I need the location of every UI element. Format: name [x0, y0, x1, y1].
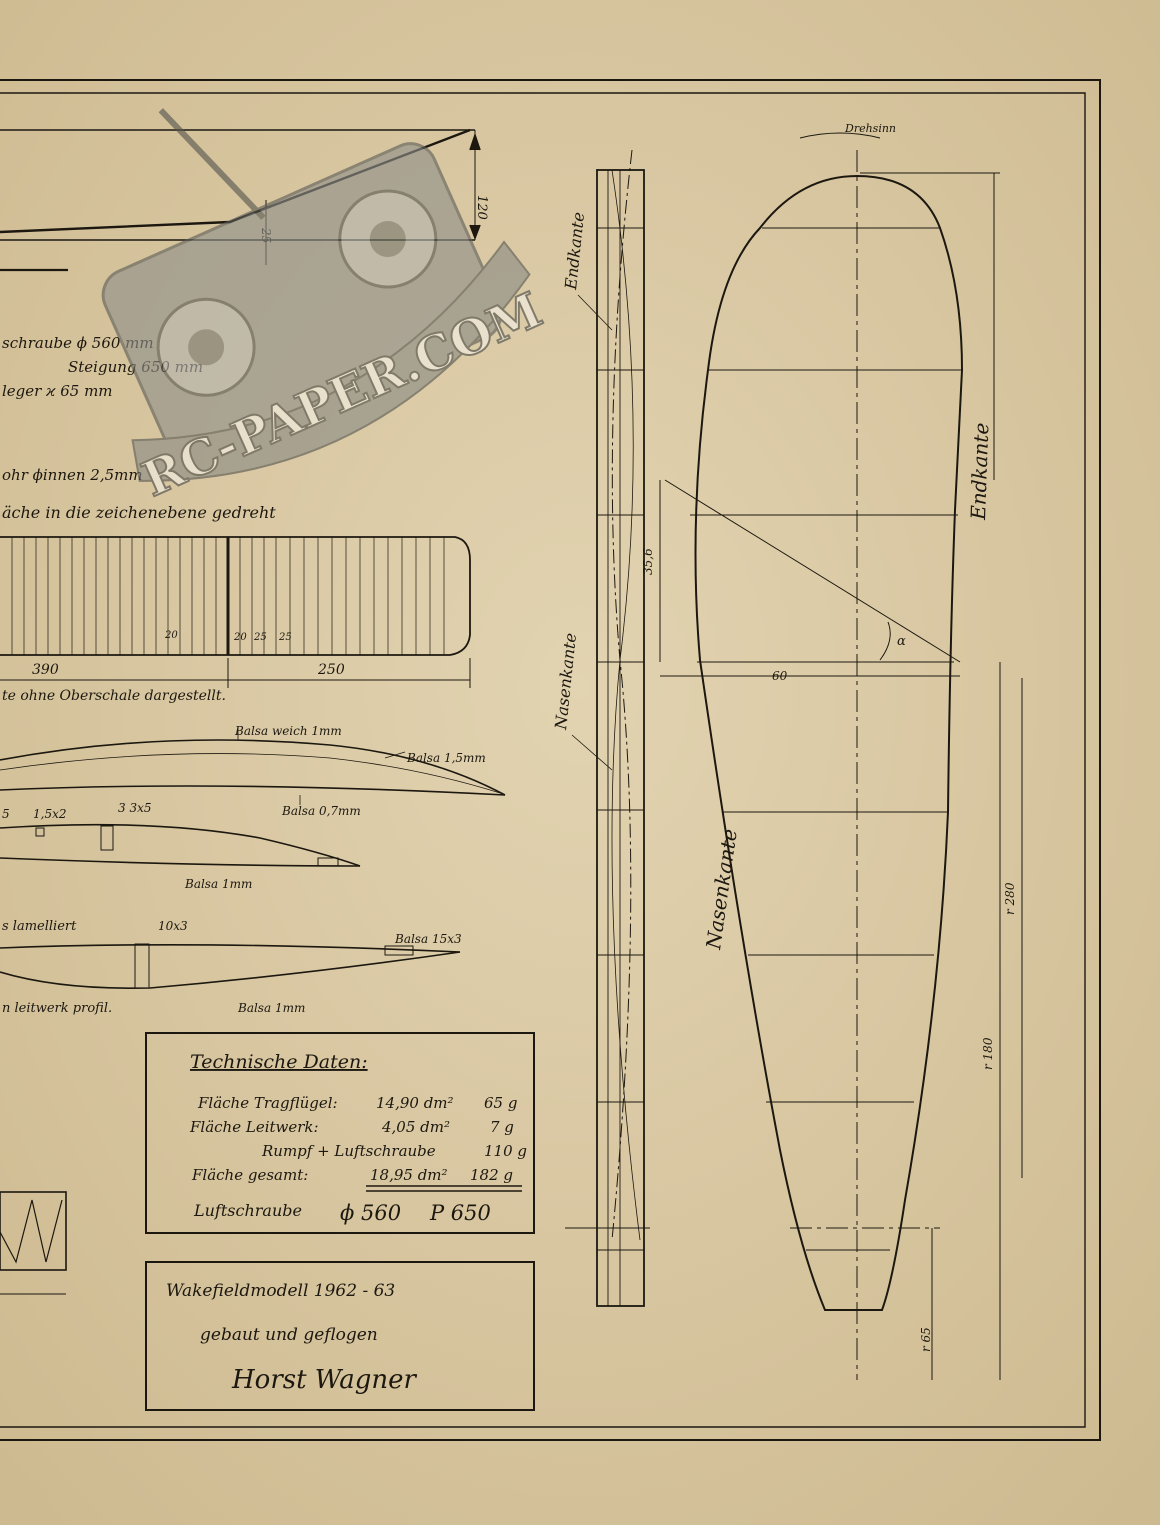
- leader-nasenkante-left: [571, 734, 613, 771]
- fin-detail: [0, 1191, 67, 1295]
- credits-built: gebaut und geflogen: [200, 1325, 378, 1345]
- credits-signature: Horst Wagner: [231, 1365, 418, 1395]
- dim-35-6: 35,6: [641, 548, 655, 575]
- prop-spec-line3: leger ϰ 65 mm: [2, 382, 113, 400]
- tech-row3-weight: 110 g: [484, 1142, 527, 1160]
- label-s5: 5: [2, 807, 10, 821]
- credits-box: [145, 1261, 535, 1411]
- tech-row4-value: 18,95 dm²: [370, 1166, 448, 1184]
- prop-spec-line1: schraube ϕ 560 mm: [2, 334, 154, 352]
- tech-total-underline: [366, 1185, 522, 1192]
- tech-row2-label: Fläche Leitwerk:: [189, 1118, 319, 1136]
- label-endkante-right: Endkante: [966, 422, 993, 521]
- tech-prop-label: Luftschraube: [193, 1201, 302, 1220]
- blade-plan-stations: [690, 227, 962, 1251]
- rib-dim-25b: 25: [278, 632, 292, 643]
- label-balsa-1a: Balsa 1mm: [184, 877, 252, 891]
- wing-dim-390: 390: [32, 662, 59, 678]
- label-10x3: 10x3: [158, 919, 188, 933]
- tech-row4-label: Fläche gesamt:: [191, 1166, 308, 1184]
- label-balsa-15x3: Balsa 15x3: [394, 932, 462, 946]
- drawing-frame: [0, 79, 1101, 1441]
- label-s38: 3 3x5: [118, 801, 152, 815]
- label-s15: 1,5x2: [33, 807, 67, 821]
- wing-plan-view: [0, 536, 471, 656]
- wing-note: äche in die zeichenebene gedreht: [2, 503, 276, 522]
- tech-data-box: [145, 1032, 535, 1234]
- tech-title: Technische Daten:: [190, 1051, 368, 1073]
- wing-dim-250: 250: [317, 662, 345, 678]
- tech-row2-value: 4,05 dm²: [381, 1118, 450, 1136]
- rib-dim-20a: 20: [164, 630, 178, 641]
- blade-axes: [659, 132, 1023, 1380]
- dim-r280: r 280: [1003, 882, 1017, 915]
- credits-model: Wakefieldmodell 1962 - 63: [166, 1281, 395, 1301]
- tech-row1-label: Fläche Tragflügel:: [197, 1094, 338, 1112]
- label-leitwerk-profil: n leitwerk profil.: [2, 1001, 112, 1016]
- label-drehsinn: Drehsinn: [844, 122, 896, 135]
- label-balsa-weich: Balsa weich 1mm: [234, 724, 342, 738]
- tech-row2-weight: 7 g: [490, 1118, 514, 1136]
- blade-side-stations: [565, 170, 650, 1306]
- label-balsa-07: Balsa 0,7mm: [281, 804, 361, 818]
- dim-60: 60: [772, 669, 788, 683]
- rib-dim-20b: 20: [233, 632, 247, 643]
- blade-plan-view: [694, 174, 964, 1311]
- rib-profile: [0, 823, 361, 867]
- wing-caption: te ohne Oberschale dargestellt.: [2, 688, 226, 704]
- tech-prop-diameter: ϕ 560: [340, 1201, 401, 1225]
- dim-r65: r 65: [919, 1327, 933, 1352]
- label-lamelliert: s lamelliert: [2, 919, 77, 934]
- rib-dim-25a: 25: [253, 632, 267, 643]
- dim-r180: r 180: [981, 1037, 995, 1070]
- tail-profile: [0, 943, 461, 989]
- label-balsa-1b: Balsa 1mm: [237, 1001, 305, 1015]
- leader-endkante-left: [577, 294, 613, 331]
- tech-row3-label: Rumpf + Luftschraube: [261, 1142, 436, 1160]
- label-balsa-15: Balsa 1,5mm: [406, 751, 486, 765]
- tech-prop-pitch: P 650: [429, 1201, 491, 1225]
- tech-row1-value: 14,90 dm²: [376, 1094, 454, 1112]
- wing-profile: [0, 728, 506, 805]
- angle-alpha: α: [897, 634, 906, 649]
- tech-row4-weight: 182 g: [470, 1166, 513, 1184]
- tech-row1-weight: 65 g: [484, 1094, 517, 1112]
- wing-ribs: [11, 537, 445, 655]
- wing-dimension-lines: [0, 658, 471, 688]
- dim-120-label: 120: [474, 195, 489, 220]
- tube-spec: ohr ϕinnen 2,5mm: [2, 466, 143, 484]
